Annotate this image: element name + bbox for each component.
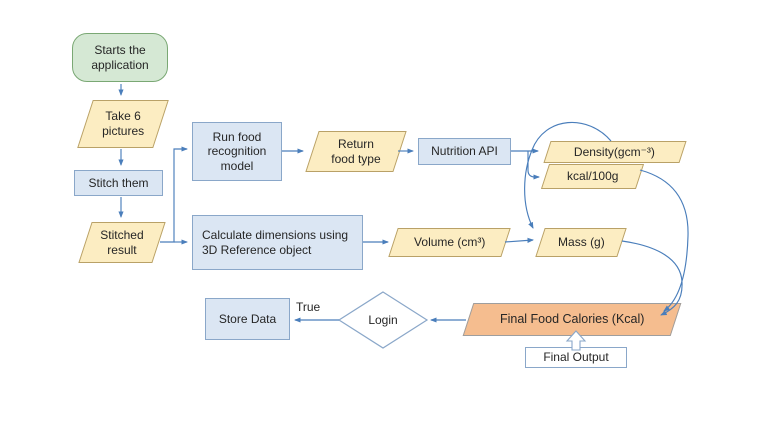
node-login: Login xyxy=(339,292,427,348)
node-density: Density(gcm⁻³) xyxy=(543,141,687,163)
node-final-food-calories: Final Food Calories (Kcal) xyxy=(462,303,682,336)
node-take-6-pictures-label: Take 6 pictures xyxy=(101,109,145,138)
node-run-food-recognition-model: Run food recognition model xyxy=(192,122,282,181)
node-start: Starts the application xyxy=(72,33,168,82)
edge-stitched-result-to-run-model xyxy=(160,146,189,243)
node-stitched-result: Stitched result xyxy=(78,222,166,263)
node-stitched-result-label: Stitched result xyxy=(100,227,144,257)
edge-nutrition-api-to-kcal xyxy=(527,151,541,180)
edge-kcal-to-final-calories xyxy=(639,169,689,312)
node-store-data: Store Data xyxy=(205,298,290,340)
node-final-output-label: Final Output xyxy=(543,350,609,365)
node-volume-label: Volume (cm³) xyxy=(413,235,486,250)
node-return-food-type: Return food type xyxy=(305,131,407,172)
node-calculate-dimensions-label: Calculate dimensions using 3D Reference … xyxy=(202,227,349,257)
node-stitch-them-label: Stitch them xyxy=(88,175,149,190)
node-store-data-label: Store Data xyxy=(218,311,277,326)
edge-label-true: True xyxy=(296,300,321,314)
node-mass: Mass (g) xyxy=(535,228,627,257)
node-kcal-per-100g-label: kcal/100g xyxy=(566,169,619,184)
edge-volume-to-mass xyxy=(504,237,534,243)
node-nutrition-api: Nutrition API xyxy=(418,138,511,165)
node-final-food-calories-label: Final Food Calories (Kcal) xyxy=(499,311,645,326)
node-kcal-per-100g: kcal/100g xyxy=(540,164,645,189)
node-run-food-recognition-model-label: Run food recognition model xyxy=(207,129,267,173)
node-return-food-type-label: Return food type xyxy=(331,136,381,166)
node-take-6-pictures: Take 6 pictures xyxy=(77,100,169,148)
node-volume: Volume (cm³) xyxy=(388,228,511,257)
node-stitch-them: Stitch them xyxy=(74,170,163,196)
node-login-label: Login xyxy=(368,312,398,327)
node-mass-label: Mass (g) xyxy=(557,235,605,250)
node-final-output: Final Output xyxy=(525,347,627,368)
node-start-label: Starts the application xyxy=(91,42,149,72)
node-calculate-dimensions: Calculate dimensions using 3D Reference … xyxy=(192,215,363,270)
node-density-label: Density(gcm⁻³) xyxy=(574,144,656,159)
node-nutrition-api-label: Nutrition API xyxy=(431,144,498,159)
